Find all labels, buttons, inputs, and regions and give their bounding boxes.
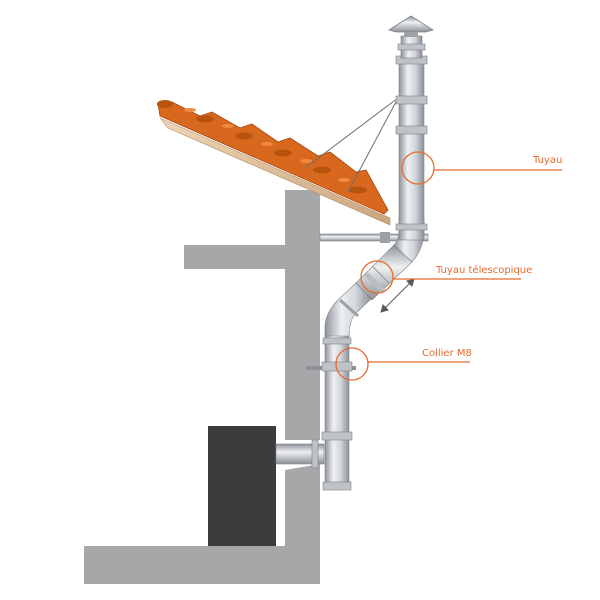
wall-opening-sill (285, 464, 320, 478)
callout-tuyau: Tuyau (401, 151, 562, 185)
callout-circle-telescopique (360, 260, 394, 294)
guy-wires (304, 97, 399, 193)
callout-label-tuyau: Tuyau (532, 155, 562, 166)
roof-base (159, 117, 391, 226)
wall-vertical-upper (285, 190, 320, 432)
callout-telescopique: Tuyau télescopique (360, 260, 532, 294)
main-vertical-pipe (398, 59, 425, 241)
chimney-cap (388, 15, 434, 33)
wall-opening-lintel (285, 428, 320, 440)
flue-pipe-assembly (275, 15, 434, 491)
telescopic-adjust-arrow (380, 278, 415, 313)
callout-circle-tuyau (401, 151, 435, 185)
ceiling-slab (184, 245, 320, 269)
callout-label-collier: Collier M8 (422, 348, 472, 359)
stove-body (208, 426, 276, 546)
wall-bracket (319, 232, 429, 243)
roof-tile-ridges (157, 100, 367, 194)
callout-collier: Collier M8 (335, 347, 472, 381)
roof-tiles (157, 101, 389, 215)
lower-vertical-pipe (324, 331, 350, 489)
callout-label-telescopique: Tuyau télescopique (435, 264, 532, 276)
floor-slab (84, 546, 320, 584)
roof (157, 100, 391, 226)
callout-circle-collier (335, 347, 369, 381)
roof-tile-highlights (184, 108, 350, 182)
building-structure (84, 190, 320, 584)
